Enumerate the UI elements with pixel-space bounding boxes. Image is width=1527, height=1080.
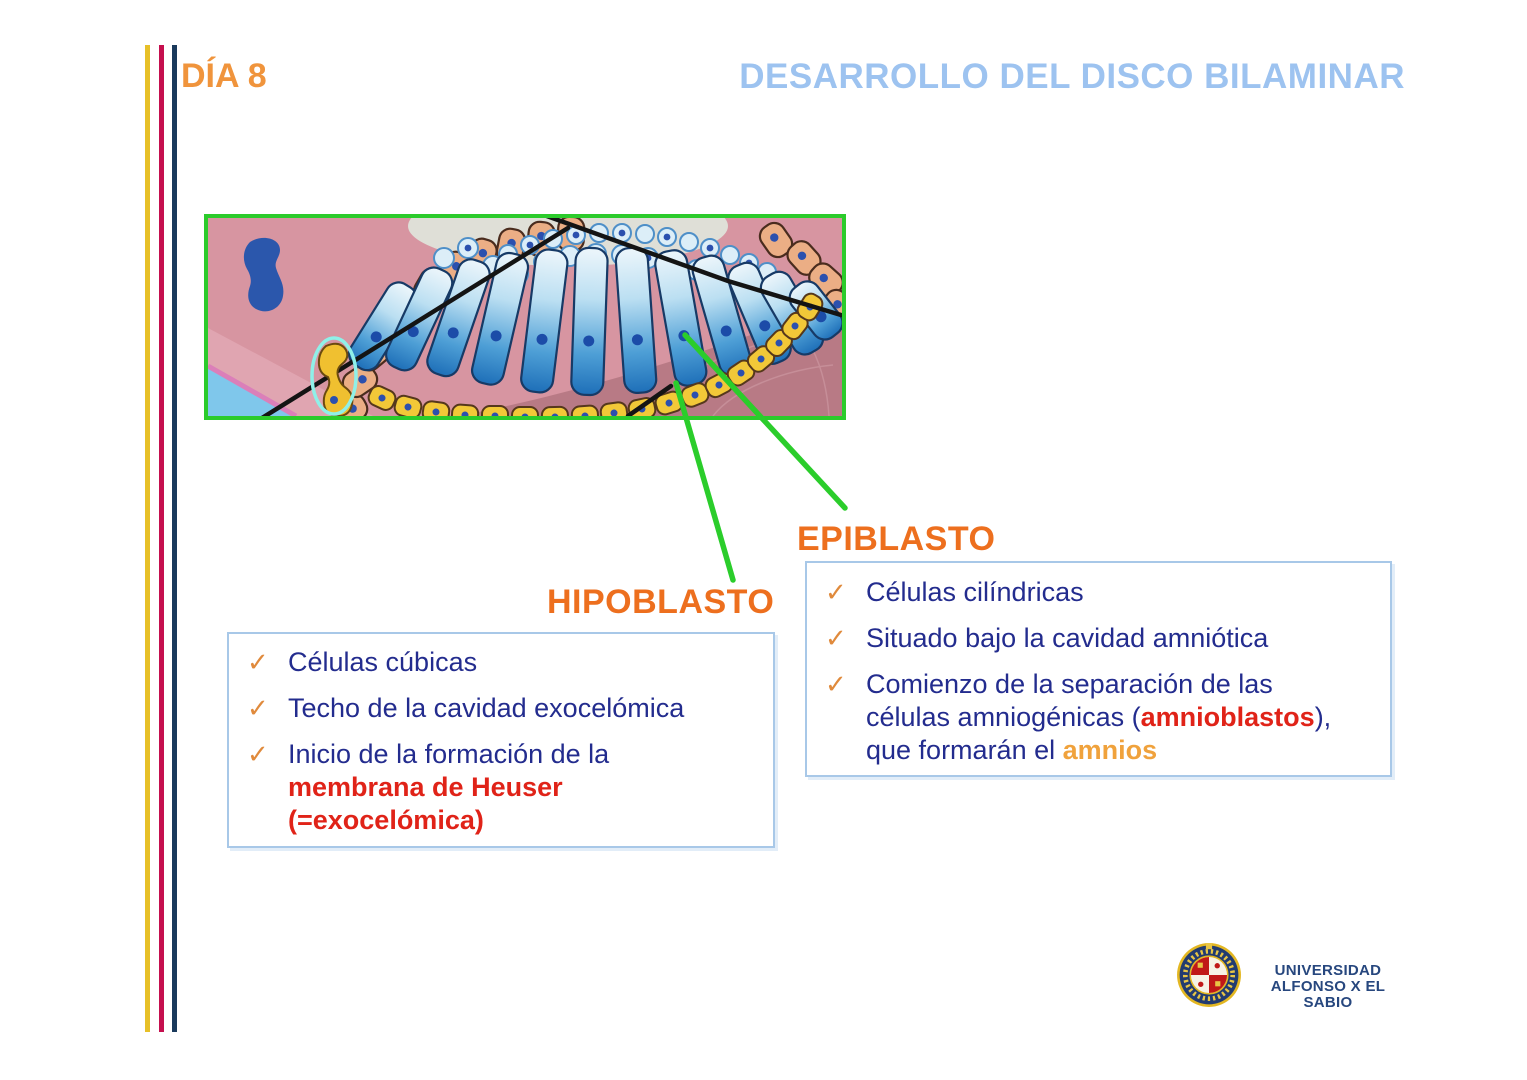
day-label: DÍA 8 <box>181 57 267 95</box>
bullet-text: Comienzo de la separación de las células… <box>866 669 1332 765</box>
bullet-item: ✓ Situado bajo la cavidad amniótica <box>825 622 1372 655</box>
university-name-line1: UNIVERSIDAD <box>1274 962 1382 979</box>
hipoblasto-heading: HIPOBLASTO <box>547 583 775 621</box>
bullet-item: ✓ Inicio de la formación de la membrana … <box>247 738 755 837</box>
bullet-text: Células cúbicas <box>288 647 478 677</box>
bullet-item: ✓ Comienzo de la separación de las célul… <box>825 668 1372 767</box>
checkmark-icon: ✓ <box>825 577 847 607</box>
blue-structure <box>243 237 284 312</box>
cell-nucleus <box>330 396 338 404</box>
checkmark-icon: ✓ <box>247 739 269 769</box>
university-seal-logo <box>1177 943 1241 1007</box>
checkmark-icon: ✓ <box>825 623 847 653</box>
embryo-figure <box>204 214 846 420</box>
university-name-line2: ALFONSO X EL SABIO <box>1270 978 1386 1011</box>
university-name: UNIVERSIDAD ALFONSO X EL SABIO <box>1252 963 1404 1011</box>
highlight-ellipse <box>310 336 358 416</box>
epiblasto-heading: EPIBLASTO <box>797 520 996 558</box>
epiblasto-box: ✓ Células cilíndricas ✓ Situado bajo la … <box>805 561 1392 777</box>
bullet-text: Inicio de la formación de la membrana de… <box>288 739 610 835</box>
left-stripe-navy <box>172 45 177 1032</box>
hipoblasto-box: ✓ Células cúbicas ✓ Techo de la cavidad … <box>227 632 775 848</box>
bullet-text: Células cilíndricas <box>866 577 1084 607</box>
checkmark-icon: ✓ <box>247 647 269 677</box>
bullet-text: Techo de la cavidad exocelómica <box>288 693 685 723</box>
left-stripe-crimson <box>159 45 164 1032</box>
embryo-illustration <box>208 218 842 416</box>
left-stripe-gold <box>145 45 150 1032</box>
bullet-item: ✓ Techo de la cavidad exocelómica <box>247 692 755 725</box>
bullet-text: Situado bajo la cavidad amniótica <box>866 623 1269 653</box>
bullet-item: ✓ Células cúbicas <box>247 646 755 679</box>
checkmark-icon: ✓ <box>247 693 269 723</box>
checkmark-icon: ✓ <box>825 669 847 699</box>
page-title: DESARROLLO DEL DISCO BILAMINAR <box>739 57 1405 96</box>
heuser-membrane-structure <box>317 342 354 416</box>
bullet-item: ✓ Células cilíndricas <box>825 576 1372 609</box>
